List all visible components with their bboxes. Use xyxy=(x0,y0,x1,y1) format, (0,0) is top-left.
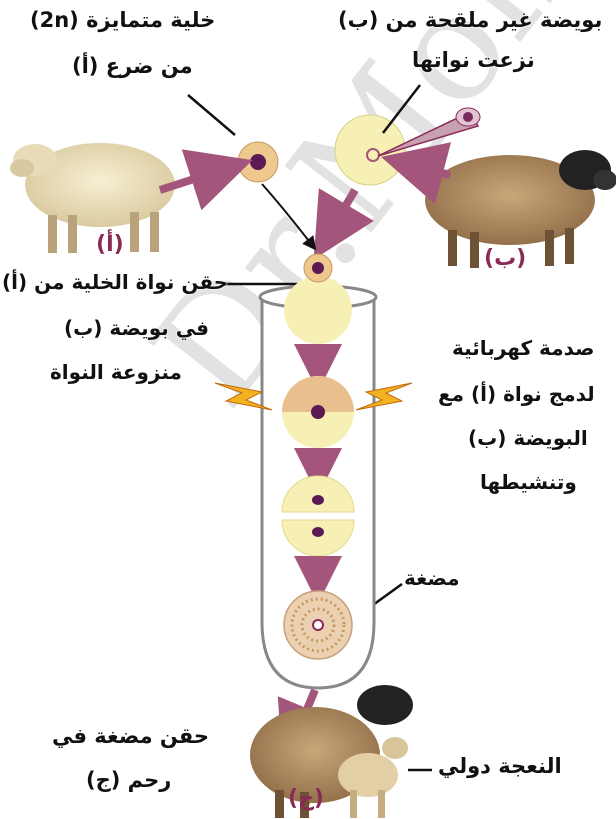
label-shock-4: وتنشيطها xyxy=(480,470,577,494)
label-shock-3: البويضة (ب) xyxy=(468,426,588,450)
sheep-a xyxy=(10,143,175,253)
udder-cell xyxy=(238,142,278,182)
stage-injected-egg xyxy=(284,254,352,344)
label-shock-1: صدمة كهربائية xyxy=(452,336,594,360)
tag-sheep-b: (ب) xyxy=(484,246,526,271)
label-egg-1: بويضة غير ملقحة من (ب) xyxy=(338,8,602,32)
callout-egg xyxy=(383,85,420,133)
tag-sheep-a: (أ) xyxy=(96,232,124,257)
label-inject-2: في بويضة (ب) xyxy=(64,316,209,340)
arrow-sheep-b-to-egg xyxy=(412,165,450,175)
arrow-cell-to-tube xyxy=(262,184,312,245)
label-inject-3: منزوعة النواة xyxy=(50,360,182,384)
label-diff-cell-1: خلية متمايزة (2n) xyxy=(30,8,215,32)
stage-embryo xyxy=(284,591,352,659)
label-embryo: مضغة xyxy=(404,566,460,590)
tag-sheep-c: (ج) xyxy=(288,786,324,811)
label-diff-cell-2: من ضرع (أ) xyxy=(72,54,193,78)
label-shock-2: لدمج نواة (أ) مع xyxy=(438,382,595,406)
label-inject-1: حقن نواة الخلية من (أ) xyxy=(2,270,228,294)
stage-fusion xyxy=(282,376,354,448)
label-egg-2: نزعت نواتها xyxy=(412,48,535,72)
label-implant-2: رحم (ج) xyxy=(86,768,171,792)
label-dolly: النعجة دولي xyxy=(438,754,562,778)
label-implant-1: حقن مضغة في xyxy=(52,724,209,748)
callout-udder-cell xyxy=(188,95,235,135)
arrow-egg-to-tube xyxy=(330,190,355,232)
